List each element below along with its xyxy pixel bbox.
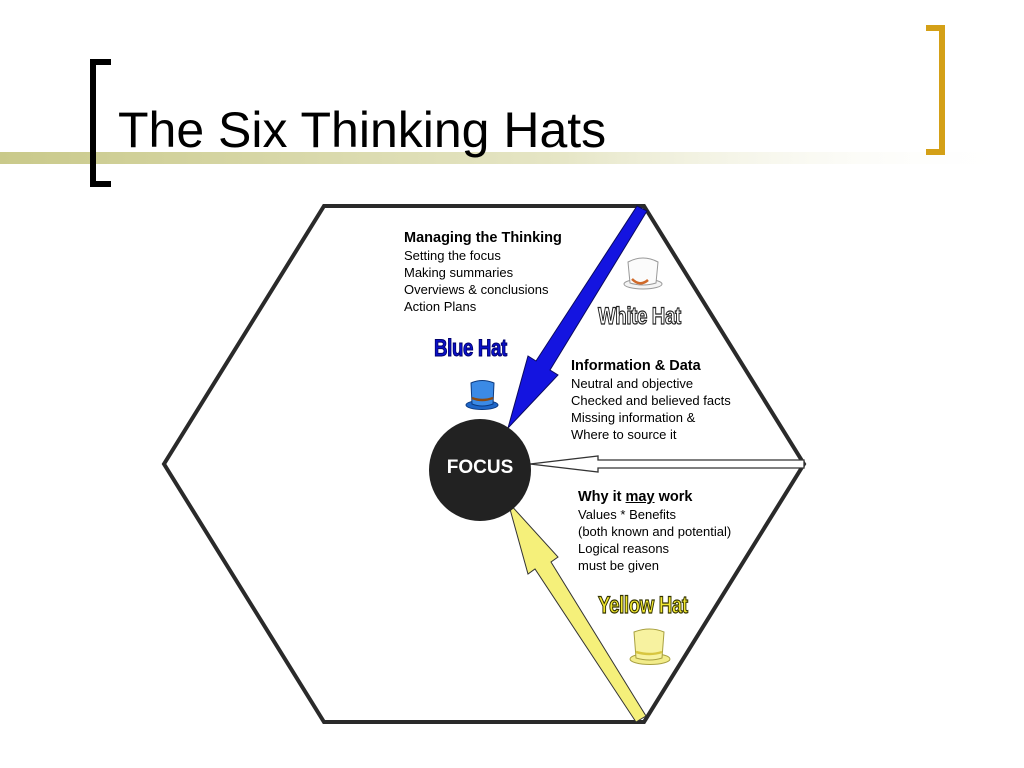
yellow-hat-line: must be given (578, 558, 659, 573)
blue-hat-icon (465, 380, 499, 410)
blue-hat-heading: Managing the Thinking (404, 230, 562, 246)
blue-hat-line: Action Plans (404, 299, 477, 314)
right-bracket (926, 25, 945, 155)
white-hat-line: Neutral and objective (571, 376, 694, 391)
blue-hat-label: Blue Hat (434, 335, 508, 363)
focus-label: FOCUS (446, 457, 514, 478)
white-hat-icon (623, 257, 663, 290)
white-hat-heading: Information & Data (571, 358, 701, 374)
title-band (0, 152, 1024, 164)
white-hat-label: White Hat (598, 302, 682, 330)
white-hat-line: Checked and believed facts (571, 393, 731, 408)
blue-hat-text: Managing the Thinking Setting the focus … (404, 229, 562, 315)
slide-title: The Six Thinking Hats (118, 102, 607, 158)
white-hat-line: Missing information & (571, 410, 696, 425)
blue-hat-line: Overviews & conclusions (404, 282, 549, 297)
blue-arrow (507, 205, 648, 429)
yellow-hat-heading-prefix: Why it (578, 489, 626, 505)
blue-hat-line: Making summaries (404, 265, 514, 280)
yellow-hat-line: Logical reasons (578, 541, 670, 556)
yellow-hat-heading-emphasis: may (625, 489, 655, 505)
white-hat-line: Where to source it (571, 427, 677, 442)
white-arrow (529, 455, 805, 473)
yellow-hat-line: (both known and potential) (578, 524, 732, 539)
yellow-hat-text: Why it may work Values * Benefits (both … (578, 488, 731, 574)
white-hat-text: Information & Data Neutral and objective… (571, 357, 731, 443)
yellow-arrow (507, 501, 647, 723)
left-bracket (90, 59, 111, 187)
blue-hat-line: Setting the focus (404, 248, 501, 263)
yellow-hat-label: Yellow Hat (598, 591, 689, 619)
yellow-hat-heading-suffix: work (654, 489, 693, 505)
yellow-hat-line: Values * Benefits (578, 507, 677, 522)
yellow-hat-icon (629, 628, 671, 665)
yellow-hat-heading: Why it may work (578, 488, 731, 506)
focus-circle (429, 419, 531, 521)
